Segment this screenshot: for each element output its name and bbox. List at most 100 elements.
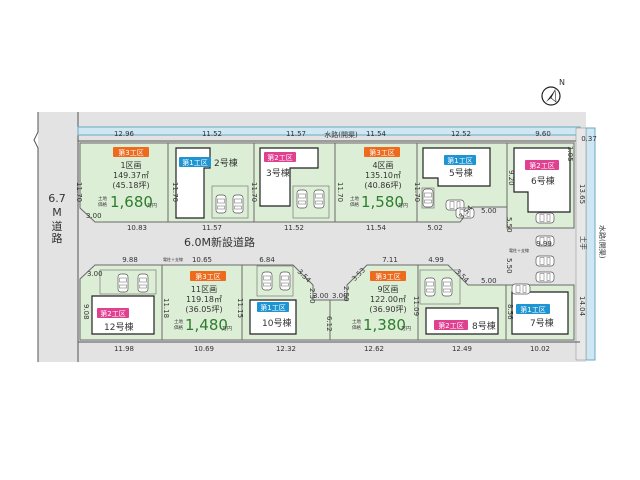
embankment-strip	[575, 127, 587, 361]
lot-1[interactable]	[79, 142, 169, 223]
svg-text:11.70: 11.70	[413, 182, 421, 202]
svg-text:122.00㎡: 122.00㎡	[370, 295, 406, 304]
lot11-badge-bg	[190, 271, 226, 281]
svg-text:(36.05坪): (36.05坪)	[185, 305, 222, 314]
svg-text:3.00: 3.00	[332, 292, 348, 300]
svg-text:149.37㎡: 149.37㎡	[113, 171, 149, 180]
svg-text:11.57: 11.57	[202, 224, 222, 232]
svg-text:11.70: 11.70	[171, 182, 179, 202]
svg-text:11.18: 11.18	[162, 298, 170, 318]
lot9-badge: 第3工区	[375, 272, 400, 281]
lot-9[interactable]	[329, 264, 419, 341]
svg-text:2.50: 2.50	[342, 286, 350, 302]
svg-text:11区画: 11区画	[191, 285, 217, 294]
dimension-labels: 12.96 11.52 11.57 11.54 12.52 9.60 0.37 …	[75, 130, 597, 353]
lot4-price: 1,580	[361, 193, 404, 211]
lot8-badge: 第2工区	[438, 321, 463, 330]
svg-text:11.54: 11.54	[366, 224, 387, 232]
svg-text:土地: 土地	[98, 195, 107, 202]
pole-label-2: 電柱＋支線	[509, 247, 529, 253]
svg-text:9.88: 9.88	[122, 256, 138, 264]
lot1-badge: 第3工区	[118, 148, 143, 157]
svg-text:9.08: 9.08	[82, 304, 90, 320]
svg-text:10.65: 10.65	[192, 256, 212, 264]
west-road-label: 6.7 M 道路	[48, 192, 66, 245]
svg-text:14.04: 14.04	[578, 296, 586, 317]
house-3[interactable]	[259, 147, 319, 207]
svg-text:価格: 価格	[174, 324, 183, 331]
embankment-label: 土手	[579, 236, 588, 250]
svg-text:5.00: 5.00	[481, 207, 497, 215]
lot12-badge-bg	[97, 308, 129, 318]
svg-text:6.12: 6.12	[325, 316, 333, 332]
svg-text:万円: 万円	[222, 326, 232, 332]
svg-text:(40.86坪): (40.86坪)	[364, 181, 401, 190]
house-7-label: 7号棟	[530, 317, 554, 329]
lot11-badge: 第3工区	[195, 272, 220, 281]
svg-text:土地: 土地	[352, 318, 361, 325]
svg-text:11.09: 11.09	[412, 296, 420, 316]
west-road-edge	[33, 112, 39, 362]
svg-text:9.20: 9.20	[507, 170, 515, 186]
lot9-price: 1,380	[363, 316, 406, 334]
svg-text:10.69: 10.69	[194, 345, 214, 353]
svg-text:12.49: 12.49	[452, 345, 472, 353]
svg-text:12.52: 12.52	[451, 130, 471, 138]
lot10-badge: 第1工区	[260, 303, 285, 312]
lot3-badge-bg	[264, 152, 296, 162]
house-2-label: 2号棟	[214, 157, 238, 169]
svg-text:119.18㎡: 119.18㎡	[186, 295, 222, 304]
svg-text:11.98: 11.98	[114, 345, 134, 353]
svg-text:価格: 価格	[98, 201, 107, 208]
lot3-badge: 第2工区	[267, 153, 292, 162]
svg-text:11.52: 11.52	[284, 224, 304, 232]
svg-text:10.02: 10.02	[530, 345, 550, 353]
svg-text:万円: 万円	[147, 203, 157, 209]
svg-text:5.50: 5.50	[505, 217, 513, 233]
lot10-badge-bg	[257, 302, 289, 312]
lot1-price: 1,680	[110, 193, 153, 211]
svg-text:12.32: 12.32	[276, 345, 296, 353]
lot11-price: 1,480	[185, 316, 228, 334]
svg-text:(36.90坪): (36.90坪)	[369, 305, 406, 314]
svg-text:万円: 万円	[401, 326, 411, 332]
east-channel-label: 水路(開渠)	[598, 225, 607, 259]
svg-text:土地: 土地	[350, 195, 359, 202]
lot7-badge: 第1工区	[520, 305, 545, 314]
svg-text:価格: 価格	[350, 201, 359, 208]
svg-text:0.37: 0.37	[581, 135, 597, 143]
west-road-label-text: 道路	[52, 219, 63, 245]
lot5-badge: 第1工区	[447, 156, 472, 165]
svg-text:11.52: 11.52	[202, 130, 222, 138]
svg-text:価格: 価格	[352, 324, 361, 331]
svg-text:4.99: 4.99	[428, 256, 444, 264]
lot2-badge: 第1工区	[182, 158, 207, 167]
pole-label-1: 電柱＋支線	[163, 256, 183, 262]
svg-text:9区画: 9区画	[377, 285, 398, 294]
house-3-label: 3号棟	[266, 167, 290, 179]
phase-badges: 第3工区 第1工区 第2工区 第3工区 第1工区 第2工区 第2工区 第3工区 …	[97, 147, 559, 330]
svg-text:12.96: 12.96	[114, 130, 135, 138]
lot7-badge-bg	[516, 304, 550, 314]
main-road-label: 6.0M新設道路	[184, 235, 255, 249]
svg-text:5.00: 5.00	[481, 277, 497, 285]
svg-text:(45.18坪): (45.18坪)	[112, 181, 149, 190]
house-6-label: 6号棟	[531, 175, 555, 187]
svg-text:9.99: 9.99	[536, 240, 552, 248]
lot11-info: 11区画 119.18㎡ (36.05坪) 土地 価格 1,480 万円	[174, 285, 232, 334]
svg-text:10.83: 10.83	[127, 224, 147, 232]
lot2-badge-bg	[179, 157, 211, 167]
svg-text:3.00: 3.00	[87, 270, 103, 278]
svg-text:万円: 万円	[398, 203, 408, 209]
house-12-label: 12号棟	[104, 321, 133, 333]
svg-text:5.50: 5.50	[505, 258, 513, 274]
compass-letter: N	[559, 78, 565, 87]
lot1-info: 1区画 149.37㎡ (45.18坪) 土地 価格 1,680 万円	[98, 161, 157, 211]
svg-text:土地: 土地	[174, 318, 183, 325]
lot8-badge-bg	[434, 320, 468, 330]
svg-text:11.70: 11.70	[336, 182, 344, 202]
parking-spaces	[99, 185, 555, 305]
lot6-badge: 第2工区	[529, 161, 554, 170]
lot4-badge-bg	[364, 147, 400, 157]
